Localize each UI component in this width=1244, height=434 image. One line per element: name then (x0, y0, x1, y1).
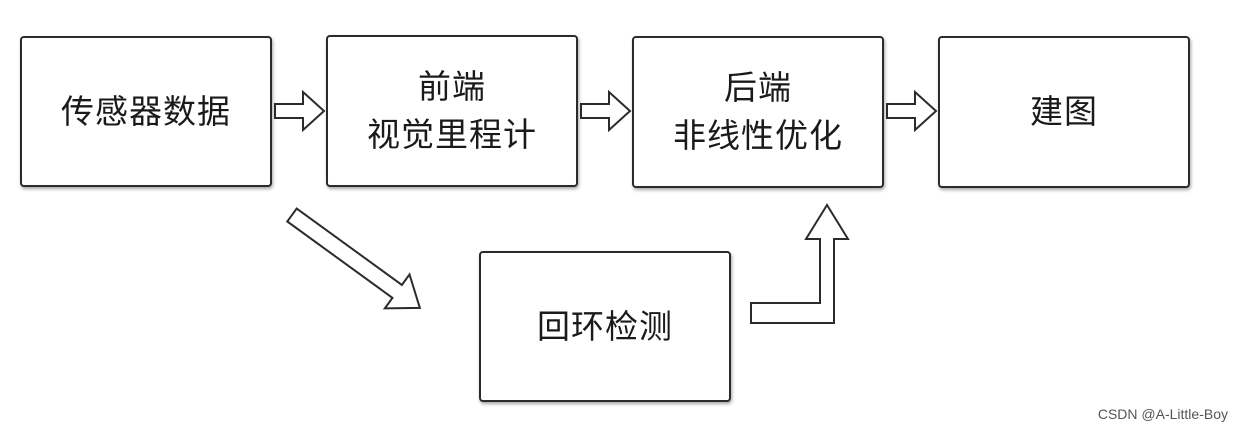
arrow-frontend-to-backend (580, 89, 632, 133)
node-sensor-data-label: 传感器数据 (61, 91, 231, 131)
node-loop-closure: 回环检测 (479, 251, 731, 402)
node-frontend: 前端 视觉里程计 (326, 35, 578, 187)
node-mapping-label: 建图 (1030, 92, 1098, 131)
node-mapping: 建图 (938, 36, 1190, 188)
arrow-loop-to-backend (750, 203, 850, 324)
node-backend-title: 后端 (724, 68, 792, 107)
node-backend: 后端 非线性优化 (632, 36, 884, 188)
watermark: CSDN @A-Little-Boy (1097, 406, 1228, 422)
arrow-backend-to-mapping (886, 89, 938, 133)
node-backend-subtitle: 非线性优化 (673, 116, 843, 155)
arrow-sensor-to-loop (285, 207, 422, 310)
node-frontend-subtitle: 视觉里程计 (367, 115, 537, 154)
node-sensor-data: 传感器数据 (20, 36, 272, 187)
arrow-sensor-to-frontend (274, 89, 326, 133)
node-loop-closure-label: 回环检测 (537, 306, 673, 346)
node-frontend-title: 前端 (418, 67, 486, 106)
